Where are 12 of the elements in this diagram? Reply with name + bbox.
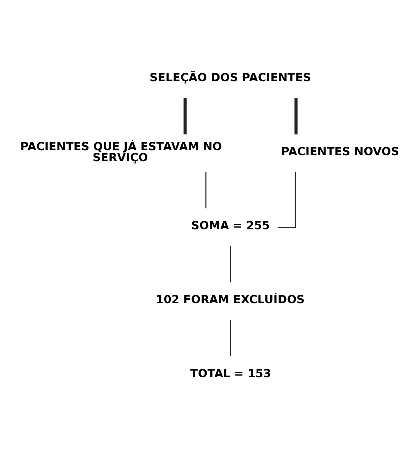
connector — [184, 98, 187, 134]
connector — [294, 98, 298, 134]
node-text: 102 FORAM EXCLUÍDOS — [156, 292, 305, 306]
node-text: SOMA = 255 — [192, 218, 270, 232]
connector — [206, 172, 207, 208]
node-text: SELEÇÃO DOS PACIENTES — [150, 70, 312, 84]
connector — [278, 172, 296, 228]
connector — [230, 246, 232, 282]
node-text: TOTAL = 153 — [190, 366, 272, 380]
connector — [230, 320, 232, 356]
node-text: PACIENTES QUE JÁ ESTAVAM NO SERVIÇO — [20, 140, 222, 164]
node-text: PACIENTES NOVOS — [281, 144, 400, 158]
